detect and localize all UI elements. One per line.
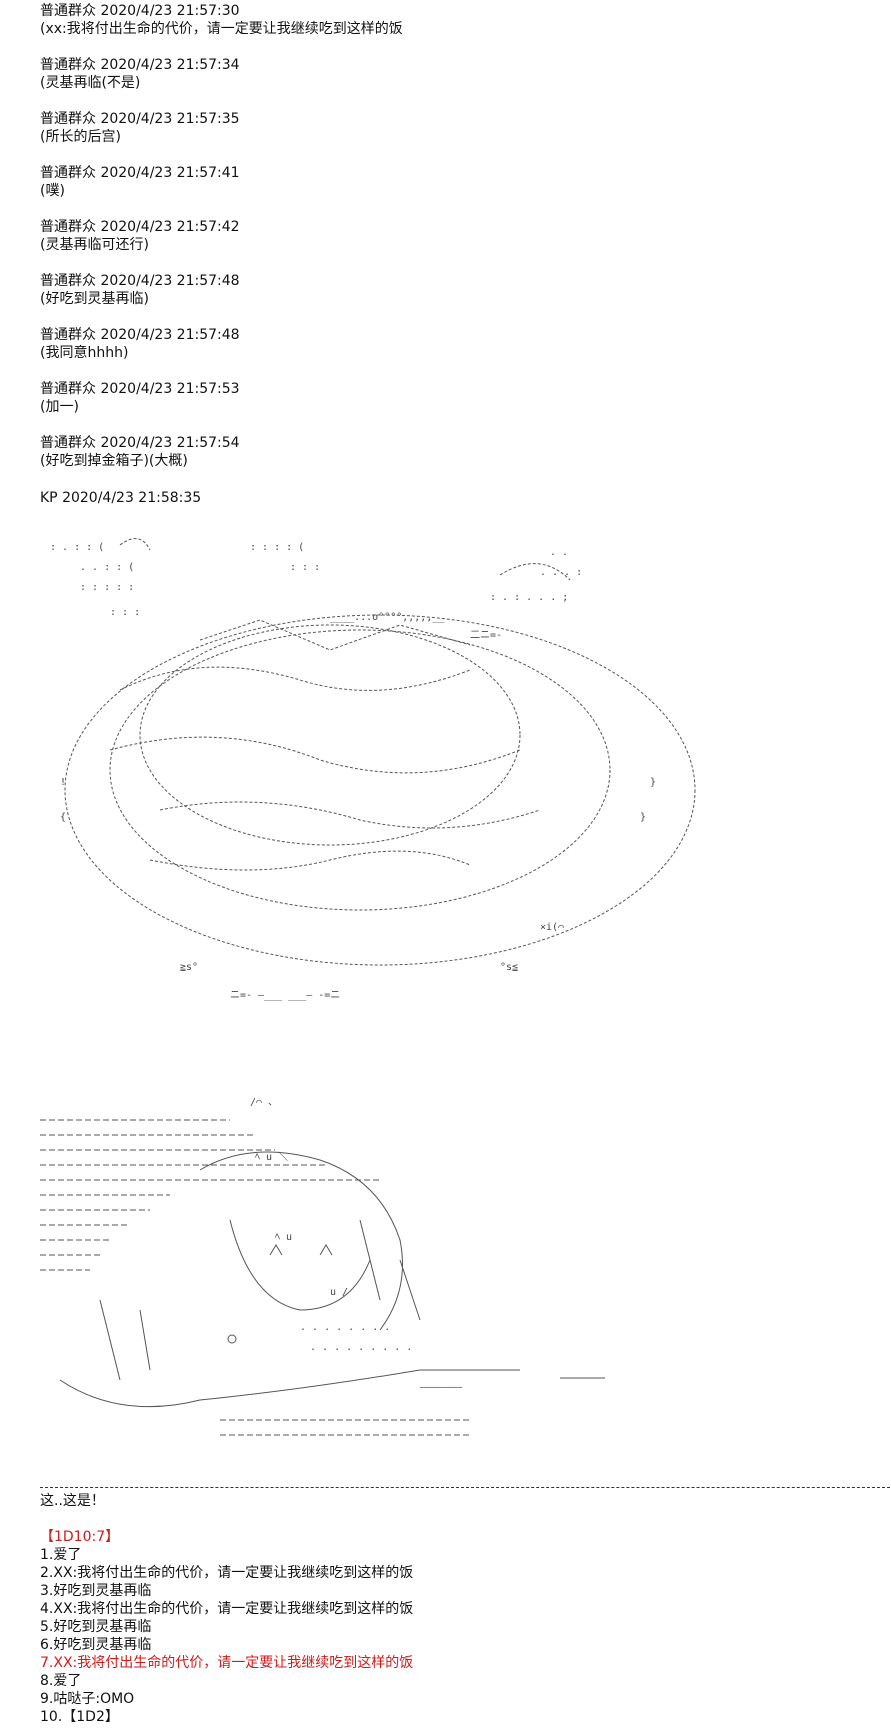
svg-text:{: { (60, 812, 66, 823)
message-body: (xx:我将付出生命的代价，请一定要让我继续吃到这样的饭 (40, 21, 403, 37)
svg-text:}: } (650, 777, 656, 788)
kp-message-header: KP 2020/4/23 21:58:35 (40, 490, 202, 506)
chat-message: 普通群众 2020/4/23 21:57:42 (灵基再临可还行) (40, 218, 880, 254)
message-header: 普通群众 2020/4/23 21:57:42 (40, 219, 240, 235)
chat-message: 普通群众 2020/4/23 21:57:30 (xx:我将付出生命的代价，请一… (40, 2, 880, 38)
hair-strands (99, 1219, 421, 1381)
dice-roll-result: 【1D10:7】 (40, 1529, 120, 1545)
svg-text:: : : : :: : : : : : (80, 582, 134, 593)
message-header: 普通群众 2020/4/23 21:57:48 (40, 327, 240, 343)
svg-text:≧s°: ≧s° (180, 962, 198, 973)
message-header: 普通群众 2020/4/23 21:57:54 (40, 435, 240, 451)
option-item: 8.爱了 (40, 1673, 82, 1689)
option-item: 10.【1D2】 (40, 1709, 119, 1725)
svg-text:: . : : (: : . : : ( (50, 542, 104, 553)
ascii-art-illustration: : . : : ( . . : : ( : : : : : : : : : : … (0, 520, 891, 1495)
message-header: 普通群众 2020/4/23 21:57:34 (40, 57, 240, 73)
food-detail (149, 850, 471, 871)
option-item: 5.好吃到灵基再临 (40, 1619, 152, 1635)
face-outline (229, 1219, 371, 1311)
svg-text:. .: . . (550, 547, 568, 558)
message-body: (加一) (40, 399, 79, 415)
message-body: (灵基再临(不是) (40, 75, 141, 91)
chat-message: 普通群众 2020/4/23 21:57:54 (好吃到掉金箱子)(大概) (40, 434, 880, 470)
dish-outer-ellipse (64, 614, 696, 966)
chat-message: 普通群众 2020/4/23 21:57:35 (所长的后宫) (40, 110, 880, 146)
chat-log: 普通群众 2020/4/23 21:57:30 (xx:我将付出生命的代价，请一… (40, 2, 880, 488)
food-detail (119, 666, 471, 691)
message-header: 普通群众 2020/4/23 21:57:48 (40, 273, 240, 289)
option-item-selected: 7.XX:我将付出生命的代价，请一定要让我继续吃到这样的饭 (40, 1655, 414, 1671)
message-header: 普通群众 2020/4/23 21:57:53 (40, 381, 240, 397)
chat-message: 普通群众 2020/4/23 21:57:41 (噗) (40, 164, 880, 200)
svg-text:: . : . . . ;: : . : . . . ; (490, 592, 568, 603)
ascii-dots: : . : : ( . . : : ( : : : : : : : : : : … (50, 542, 656, 1001)
svg-text:. . . :: . . . : (540, 567, 582, 578)
option-item: 1.爱了 (40, 1547, 82, 1563)
svg-text:二ニ=-: 二ニ=- (470, 630, 502, 641)
character-figure (40, 1119, 605, 1436)
svg-text:°s≦: °s≦ (500, 962, 518, 973)
svg-text:u /: u / (330, 1287, 348, 1298)
chat-message: 普通群众 2020/4/23 21:57:48 (我同意hhhh) (40, 326, 880, 362)
food-pile-ellipse (139, 624, 521, 846)
option-item: 4.XX:我将付出生命的代价，请一定要让我继续吃到这样的饭 (40, 1601, 414, 1617)
chat-message: 普通群众 2020/4/23 21:57:53 (加一) (40, 380, 880, 416)
message-header: 普通群众 2020/4/23 21:57:30 (40, 3, 240, 19)
kp-message-body: 这..这是！ 【1D10:7】 1.爱了 2.XX:我将付出生命的代价，请一定要… (40, 1492, 880, 1726)
cheek-mark (227, 1334, 237, 1344)
chat-message: 普通群众 2020/4/23 21:57:48 (好吃到灵基再临) (40, 272, 880, 308)
message-header: 普通群众 2020/4/23 21:57:35 (40, 111, 240, 127)
message-header: 普通群众 2020/4/23 21:57:41 (40, 165, 240, 181)
message-body: (我同意hhhh) (40, 345, 129, 361)
message-body: (好吃到灵基再临) (40, 291, 149, 307)
message-body: (噗) (40, 183, 65, 199)
message-body: (好吃到掉金箱子)(大概) (40, 453, 188, 469)
message-body: (所长的后宫) (40, 129, 121, 145)
dish-inner-ellipse (109, 629, 611, 911)
option-item: 3.好吃到灵基再临 (40, 1583, 152, 1599)
svg-text:×i(⌒: ×i(⌒ (540, 922, 564, 933)
svg-text:: : : : (: : : : : ( (250, 542, 304, 553)
message-body: (灵基再临可还行) (40, 237, 149, 253)
eye-left (269, 1244, 283, 1256)
option-item: 6.好吃到灵基再临 (40, 1637, 152, 1653)
option-item: 2.XX:我将付出生命的代价，请一定要让我继续吃到这样的饭 (40, 1565, 414, 1581)
arm-outline (59, 1369, 520, 1408)
sleeve-outline (220, 1419, 470, 1436)
food-detail (109, 736, 521, 774)
svg-text:!: ! (60, 777, 66, 788)
steam-curve (119, 538, 151, 551)
svg-text:. . . . . . . . .: . . . . . . . . . (310, 1342, 412, 1353)
character-ascii-text: /⌒ 、 ﾍ u ＼ ﾍ u . . . . . . . . . . . . .… (250, 1097, 463, 1393)
section-divider (40, 1487, 890, 1488)
food-detail (199, 619, 471, 651)
svg-text:ニ=- ―___ ___―: ニ=- ―___ ___― -=ニ (230, 990, 340, 1001)
svg-text:}: } (640, 812, 646, 823)
svg-text:ﾍ u ＼: ﾍ u ＼ (255, 1151, 288, 1163)
svg-text:. . . . . . . .: . . . . . . . . (300, 1322, 390, 1333)
hair-outline (199, 1151, 403, 1331)
option-item: 9.咕哒子:OMO (40, 1691, 135, 1707)
svg-text:: : :: : : : (110, 607, 140, 618)
svg-text:: : :: : : : (290, 562, 320, 573)
svg-text:―――――――: ――――――― (420, 1382, 463, 1393)
food-detail (159, 801, 541, 829)
svg-text:/⌒ 、: /⌒ 、 (250, 1097, 278, 1108)
chat-message: 普通群众 2020/4/23 21:57:34 (灵基再临(不是) (40, 56, 880, 92)
caption-text: 这..这是！ (40, 1493, 105, 1509)
svg-text:. . : : (: . . : : ( (80, 562, 134, 573)
ascii-art-drawing: : . : : ( . . : : ( : : : : : : : : : : … (40, 538, 696, 1436)
svg-text:ﾍ u: ﾍ u (275, 1232, 292, 1243)
svg-text:____...o°°°°,,,,,__: ____...o°°°°,,,,,__ (330, 612, 445, 623)
eye-right (319, 1244, 333, 1256)
